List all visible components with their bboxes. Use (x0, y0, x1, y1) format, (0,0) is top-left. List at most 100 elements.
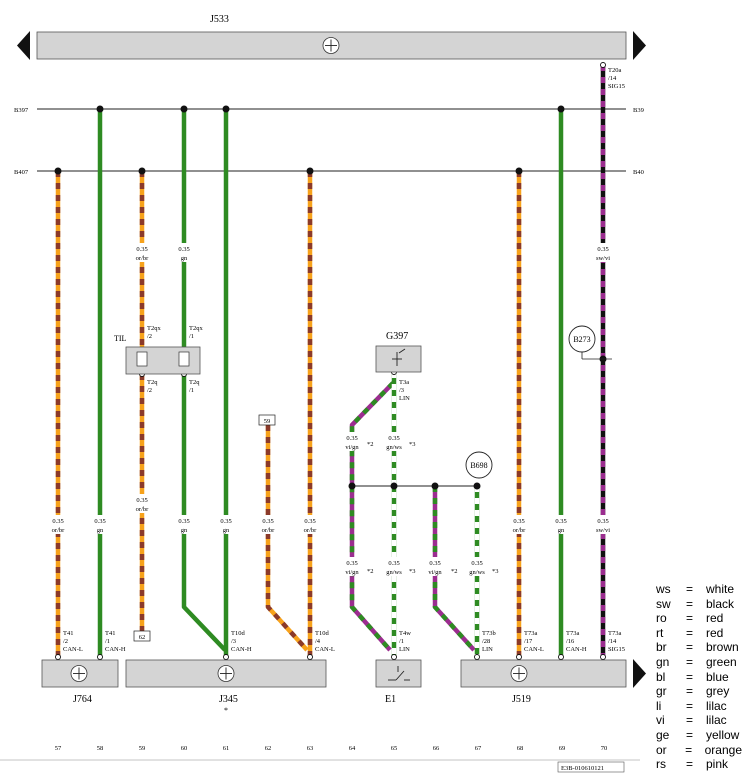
svg-text:0.35: 0.35 (429, 560, 440, 567)
svg-text:0.35: 0.35 (262, 518, 273, 525)
svg-text:0.35: 0.35 (178, 246, 189, 253)
junction-dot (431, 482, 439, 490)
junction-dot (515, 167, 523, 175)
svg-text:0.35: 0.35 (388, 560, 399, 567)
wire-64[interactable] (349, 381, 395, 652)
control-unit-icon (322, 37, 340, 54)
wire-60-lower[interactable] (181, 374, 227, 652)
e1-label: E1 (385, 694, 396, 705)
bus-b40-label: B40 (633, 169, 644, 176)
bus-b407-label: B407 (14, 169, 29, 176)
legend-code: rs (656, 757, 666, 772)
svg-text:/1: /1 (189, 333, 194, 340)
svg-text:/28: /28 (482, 638, 490, 645)
wire-group (55, 65, 606, 657)
svg-text:T73b: T73b (482, 630, 496, 637)
svg-text:gn/ws: gn/ws (386, 444, 402, 451)
svg-text:T2q: T2q (189, 379, 200, 386)
relay-contact-icon (178, 351, 190, 367)
j345-note: * (224, 706, 228, 715)
svg-text:T2qx: T2qx (189, 325, 203, 332)
legend-row: gr=grey (656, 684, 742, 699)
sensor-label: G397 (386, 331, 408, 342)
svg-text:LIN: LIN (482, 646, 493, 653)
junction-dot (348, 482, 356, 490)
legend-color-name: lilac (706, 713, 727, 728)
svg-text:or/br: or/br (136, 506, 149, 513)
j519-box[interactable] (460, 659, 627, 688)
svg-text:T73a: T73a (524, 630, 537, 637)
legend-equals: = (686, 640, 694, 655)
legend-equals: = (686, 727, 694, 742)
left-arrow-icon (17, 31, 30, 60)
connector-pin-icon (391, 654, 397, 660)
wire-66[interactable] (432, 486, 476, 652)
bus-b397-label: B397 (14, 107, 29, 114)
svg-text:or/br: or/br (136, 255, 149, 262)
box-62 (133, 630, 151, 642)
svg-text:/3: /3 (399, 387, 404, 394)
column-number: 70 (601, 745, 608, 752)
legend-equals: = (686, 698, 694, 713)
legend-row: gn=green (656, 655, 742, 670)
svg-text:T73a: T73a (608, 630, 621, 637)
svg-text:CAN-H: CAN-H (105, 646, 126, 653)
connector-pin-icon (600, 62, 606, 68)
svg-text:T10d: T10d (315, 630, 329, 637)
legend-row: vi=lilac (656, 713, 742, 728)
legend-code: ws (656, 582, 671, 596)
connector-label: T2q/1 (189, 379, 200, 394)
control-unit-icon (510, 665, 528, 682)
e1-box[interactable] (375, 659, 422, 688)
legend-equals: = (686, 596, 694, 611)
legend-equals: = (686, 713, 694, 728)
wire-62[interactable] (265, 425, 309, 652)
column-number: 63 (307, 745, 314, 752)
legend-code: br (656, 640, 667, 655)
legend-row: rs=pink (656, 757, 742, 772)
legend-row: ro=red (656, 611, 742, 626)
junction-dot (473, 482, 481, 490)
svg-text:T10d: T10d (231, 630, 245, 637)
connector-label: T2qx/1 (189, 325, 203, 340)
svg-text:/16: /16 (566, 638, 575, 645)
svg-text:gn: gn (558, 527, 565, 534)
svg-text:vi/gn: vi/gn (428, 569, 442, 576)
svg-text:CAN-L: CAN-L (524, 646, 544, 653)
column-number: 65 (391, 745, 398, 752)
connector-label: T2qx/2 (147, 325, 161, 340)
legend-code: gr (656, 684, 667, 699)
svg-text:/3: /3 (231, 638, 236, 645)
connector-label: T2q/2 (147, 379, 158, 394)
svg-text:/2: /2 (147, 387, 152, 394)
svg-text:LIN: LIN (399, 646, 410, 653)
b698-circle (465, 451, 493, 479)
legend-equals: = (686, 669, 694, 684)
j345-label: J345 (219, 694, 238, 705)
footer-id-box (557, 761, 625, 773)
legend-color-name: grey (706, 684, 730, 699)
legend-row: sw=black (656, 597, 742, 612)
legend-color-name: white (706, 582, 735, 596)
column-number: 59 (139, 745, 146, 752)
legend-row: li=lilac (656, 699, 742, 714)
b698-label: B698 (470, 461, 487, 470)
legend-row: bl=blue (656, 670, 742, 685)
svg-text:or/br: or/br (513, 527, 526, 534)
